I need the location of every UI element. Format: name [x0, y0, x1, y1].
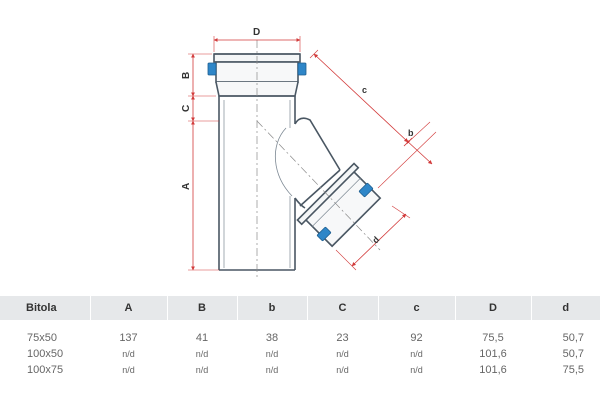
header-D: D	[454, 296, 532, 320]
cell-d: 50,7	[562, 348, 584, 360]
cell-B: n/d	[195, 365, 209, 375]
dim-label-b: b	[408, 128, 414, 138]
dim-label-c: c	[362, 85, 367, 95]
cell-bitola: 100x75	[27, 364, 64, 376]
cell-C: n/d	[336, 365, 349, 375]
dimension-lines	[188, 36, 437, 271]
table-row: 100x50 n/d n/d n/d n/d n/d 101,6 50,7	[0, 346, 600, 362]
cell-A: 137	[119, 332, 138, 344]
cell-b: n/d	[265, 349, 279, 359]
cell-c: n/d	[410, 349, 423, 359]
dim-label-B: B	[181, 72, 192, 79]
cell-A: n/d	[122, 365, 135, 375]
dim-label-A: A	[181, 183, 192, 190]
header-c: c	[377, 296, 456, 320]
dimensions-table: Bitola A B b C c D d 75x50 137 41 38 23 …	[0, 296, 600, 378]
cell-b: 38	[265, 332, 279, 344]
header-bitola: Bitola	[0, 296, 91, 320]
header-d: d	[530, 296, 600, 320]
cell-d: 75,5	[562, 364, 584, 376]
table-row: 75x50 137 41 38 23 92 75,5 50,7	[0, 320, 600, 346]
cell-b: n/d	[265, 365, 279, 375]
table-header-row: Bitola A B b C c D d	[0, 296, 600, 320]
dim-label-d: d	[370, 234, 381, 245]
header-C: C	[306, 296, 379, 320]
cell-c: 92	[410, 332, 423, 344]
cell-D: 101,6	[479, 348, 507, 360]
dim-label-D: D	[253, 27, 260, 38]
table-row: 100x75 n/d n/d n/d n/d n/d 101,6 75,5	[0, 362, 600, 378]
main-socket-seal	[207, 62, 307, 76]
header-B: B	[166, 296, 238, 320]
branch-socket-seal	[316, 182, 374, 242]
cell-bitola: 75x50	[27, 332, 57, 344]
cell-C: 23	[336, 332, 349, 344]
cell-bitola: 100x50	[27, 348, 64, 360]
y-junction-drawing: D B C A c b d	[181, 27, 437, 280]
cell-A: n/d	[122, 349, 135, 359]
cell-D: 75,5	[482, 332, 504, 344]
cell-c: n/d	[410, 365, 423, 375]
header-A: A	[89, 296, 168, 320]
cell-B: n/d	[195, 349, 209, 359]
dim-label-C: C	[181, 105, 192, 112]
cell-B: 41	[195, 332, 209, 344]
cell-D: 101,6	[479, 364, 507, 376]
cell-C: n/d	[336, 349, 349, 359]
header-b: b	[236, 296, 308, 320]
cell-d: 50,7	[562, 332, 584, 344]
